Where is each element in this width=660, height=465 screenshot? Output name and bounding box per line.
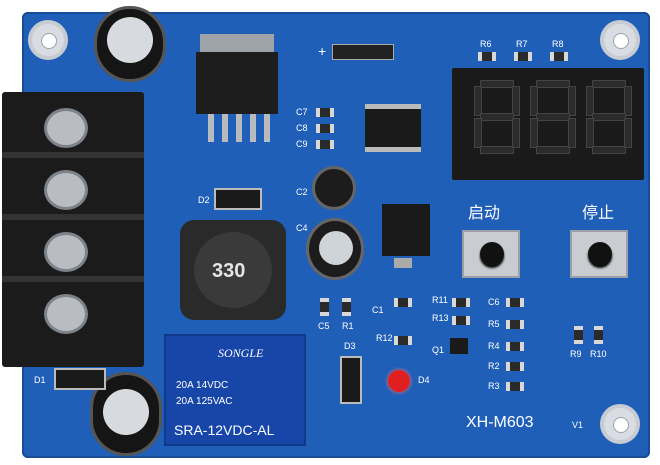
label-q1: Q1 xyxy=(432,345,445,355)
screw-icon[interactable] xyxy=(44,170,88,210)
label-d3: D3 xyxy=(344,341,356,351)
resistor-r11 xyxy=(452,298,470,307)
label-d2: D2 xyxy=(198,195,210,205)
capacitor-c4 xyxy=(306,218,364,280)
mounting-hole-top-right xyxy=(600,20,640,60)
resistor-r1 xyxy=(342,298,351,316)
label-c1: C1 xyxy=(372,305,384,315)
transistor xyxy=(382,204,430,256)
label-r9: R9 xyxy=(570,349,582,359)
relay: SONGLE 20A 14VDC 20A 125VAC SRA-12VDC-AL xyxy=(164,334,306,446)
label-r13: R13 xyxy=(432,313,449,323)
transistor-q1 xyxy=(450,338,468,354)
label-r10: R10 xyxy=(590,349,607,359)
relay-rating-1: 20A 14VDC xyxy=(176,380,229,391)
capacitor-c1 xyxy=(394,298,412,307)
resistor-r6 xyxy=(478,52,496,61)
capacitor-c7 xyxy=(316,108,334,117)
mounting-hole-bottom-right xyxy=(600,404,640,444)
screw-icon[interactable] xyxy=(44,232,88,272)
label-c2: C2 xyxy=(296,187,308,197)
label-c9: C9 xyxy=(296,139,308,149)
led-d4 xyxy=(388,370,410,392)
diode-d1 xyxy=(54,368,106,390)
label-c6: C6 xyxy=(488,297,500,307)
label-r2: R2 xyxy=(488,361,500,371)
plus-label: + xyxy=(318,43,327,59)
label-r6: R6 xyxy=(480,39,492,49)
label-c8: C8 xyxy=(296,123,308,133)
inductor: 330 xyxy=(180,220,286,320)
seven-segment-display xyxy=(452,68,644,180)
capacitor-c9 xyxy=(316,140,334,149)
resistor-r3 xyxy=(506,382,524,391)
board-version: V1 xyxy=(572,420,584,430)
board-model: XH-M603 xyxy=(466,414,534,431)
capacitor-c8 xyxy=(316,124,334,133)
screw-icon[interactable] xyxy=(44,294,88,334)
label-r12: R12 xyxy=(376,333,393,343)
screw-terminal-block xyxy=(2,92,144,367)
capacitor-c5 xyxy=(320,298,329,316)
mounting-hole-top-left xyxy=(28,20,68,60)
relay-rating-2: 20A 125VAC xyxy=(176,396,233,407)
label-r7: R7 xyxy=(516,39,528,49)
resistor-r7 xyxy=(514,52,532,61)
resistor-r9 xyxy=(574,326,583,344)
regulator-ic xyxy=(196,34,278,144)
start-label: 启动 xyxy=(468,205,501,222)
relay-brand: SONGLE xyxy=(218,346,264,360)
screw-icon[interactable] xyxy=(44,108,88,148)
label-r3: R3 xyxy=(488,381,500,391)
label-d1: D1 xyxy=(34,375,46,385)
resistor-r13 xyxy=(452,316,470,325)
stop-button[interactable] xyxy=(570,230,628,278)
capacitor-c6 xyxy=(506,298,524,307)
label-r1: R1 xyxy=(342,321,354,331)
label-r8: R8 xyxy=(552,39,564,49)
resistor-r8 xyxy=(550,52,568,61)
display-digit xyxy=(586,80,632,154)
diode-d2 xyxy=(214,188,262,210)
resistor-r2 xyxy=(506,362,524,371)
label-d4: D4 xyxy=(418,375,430,385)
relay-model: SRA-12VDC-AL xyxy=(174,422,275,438)
display-digit xyxy=(474,80,520,154)
resistor-r12 xyxy=(394,336,412,345)
stop-label: 停止 xyxy=(582,205,615,222)
header-pins[interactable] xyxy=(332,44,394,60)
label-r5: R5 xyxy=(488,319,500,329)
resistor-r4 xyxy=(506,342,524,351)
inductor-value: 330 xyxy=(212,260,246,282)
resistor-r5 xyxy=(506,320,524,329)
resistor-r10 xyxy=(594,326,603,344)
label-c5: C5 xyxy=(318,321,330,331)
label-c7: C7 xyxy=(296,107,308,117)
start-button[interactable] xyxy=(462,230,520,278)
display-digit xyxy=(530,80,576,154)
controller-chip xyxy=(365,104,421,152)
diode-d3 xyxy=(340,356,362,404)
label-r4: R4 xyxy=(488,341,500,351)
label-c4: C4 xyxy=(296,223,308,233)
label-r11: R11 xyxy=(432,295,448,305)
capacitor-top xyxy=(94,6,166,82)
capacitor-c2 xyxy=(312,166,356,210)
